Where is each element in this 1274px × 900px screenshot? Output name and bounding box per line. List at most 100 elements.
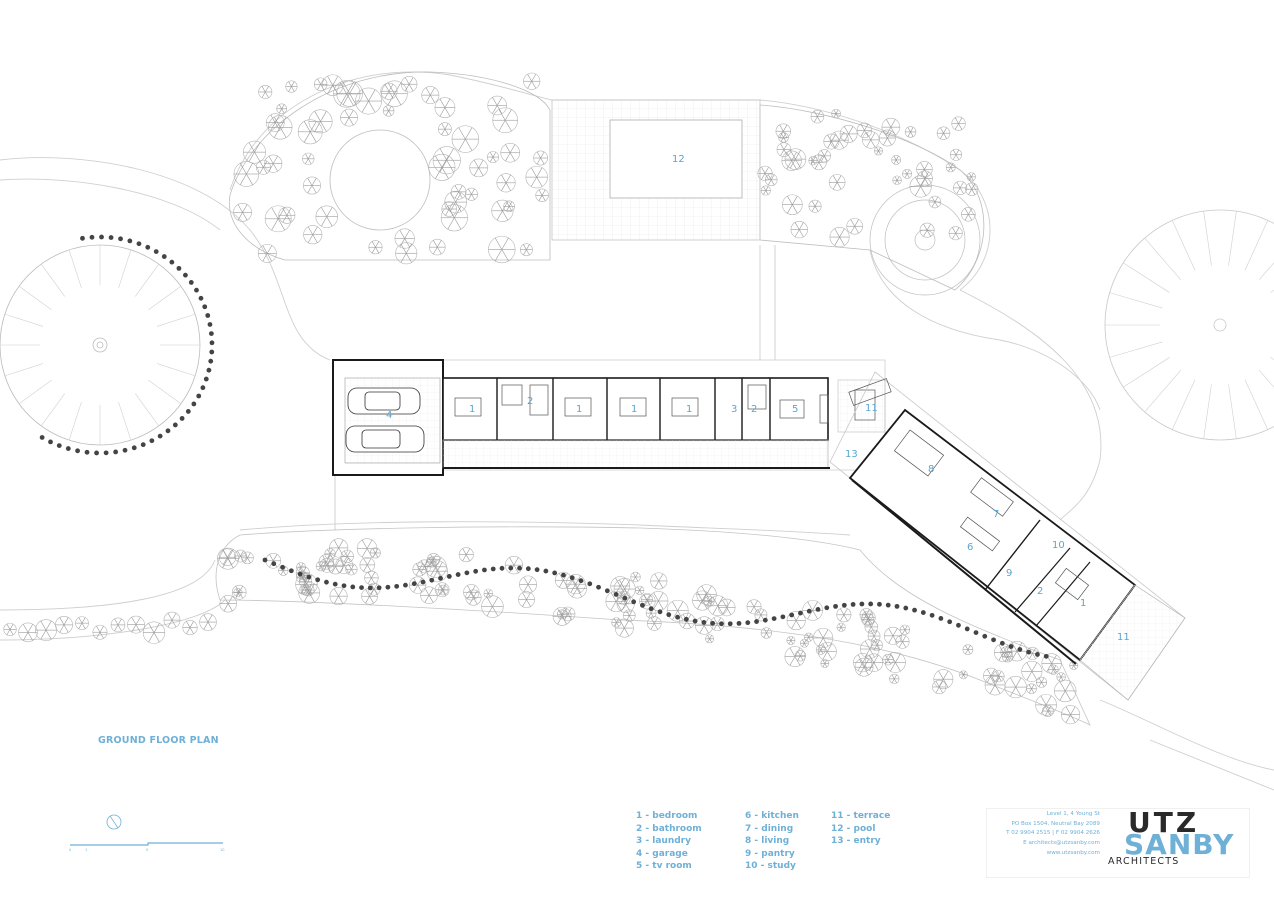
shrub-symbol (113, 449, 119, 455)
tree-symbol (438, 122, 452, 136)
shrub-symbol (947, 619, 953, 625)
tree-symbol (487, 95, 507, 116)
shrub-symbol (499, 565, 505, 571)
tree-symbol (302, 152, 315, 165)
shrub-symbol (376, 585, 382, 591)
tree-symbol (488, 235, 516, 264)
legend-item: 7 - dining (745, 823, 794, 834)
tree-symbol (333, 80, 361, 108)
tree-symbol (276, 103, 287, 115)
shrub-symbol (108, 235, 114, 240)
tree-symbol (945, 162, 956, 173)
scale-label-1: 1 (85, 848, 88, 852)
shrub-symbol (666, 612, 672, 618)
tree-symbol (417, 559, 432, 574)
shrub-symbol (675, 614, 680, 620)
tree-symbol (110, 617, 126, 633)
shrub-symbol (429, 577, 435, 583)
tree-symbol (899, 624, 911, 635)
tree-symbol (1035, 694, 1057, 716)
shrub-symbol (701, 619, 707, 625)
car-icons (345, 387, 425, 453)
tree-symbol (440, 204, 468, 232)
tree-symbol (804, 632, 814, 642)
tree-symbol (718, 598, 736, 617)
room-label-bathroom-3: 2 (1037, 586, 1043, 597)
shrub-symbol (48, 439, 53, 445)
tree-symbol (1061, 705, 1081, 725)
shrub-symbol (191, 401, 197, 407)
shrub-symbol (631, 599, 637, 605)
room-label-dining: 7 (993, 509, 999, 520)
tree-symbol (703, 596, 715, 607)
tree-symbol (949, 148, 963, 161)
tree-symbol (794, 650, 806, 662)
tree-symbol (303, 176, 321, 195)
tree-symbol (782, 194, 803, 215)
tree-symbol (902, 168, 913, 179)
tree-symbol (142, 621, 166, 644)
shrub-symbol (203, 376, 209, 382)
shrub-symbol (385, 584, 391, 590)
tree-symbol (265, 553, 282, 569)
shrub-symbol (332, 581, 338, 587)
tree-symbol (380, 82, 398, 100)
shrub-symbol (973, 630, 979, 636)
tree-symbol (1021, 660, 1043, 682)
shrub-symbol (446, 574, 452, 579)
shrub-symbol (964, 626, 970, 632)
tree-symbol (760, 185, 771, 196)
tree-symbol (776, 142, 792, 158)
legend-item: 10 - study (745, 861, 796, 872)
tree-symbol (425, 556, 437, 568)
legend-item: 13 - entry (831, 836, 881, 847)
tree-symbol (802, 600, 823, 621)
shrub-symbol (169, 259, 175, 265)
tree-symbol (810, 109, 825, 124)
tree-symbol (817, 149, 831, 163)
tree-symbol (400, 76, 418, 93)
shrub-symbol (903, 605, 909, 611)
tree-symbol (623, 609, 636, 622)
tree-symbol (808, 156, 818, 166)
shrub-symbol (99, 234, 104, 240)
shrub-symbol (710, 620, 716, 626)
shrub-symbol (596, 584, 601, 590)
tree-symbol (444, 190, 467, 214)
contact-block: Level 1, 4 Young St PO Box 1504, Neutral… (990, 810, 1100, 859)
tree-symbol (409, 576, 427, 594)
shrub-symbol (403, 582, 408, 588)
shrub-symbol (719, 621, 724, 627)
shrub-symbol (877, 601, 882, 607)
tree-symbol (359, 557, 376, 573)
shrub-symbol (543, 568, 549, 574)
tree-symbol (364, 570, 379, 586)
shrub-symbol (508, 565, 514, 571)
tree-symbol (464, 187, 478, 201)
shrub-symbol (157, 433, 163, 439)
bed-icons (454, 389, 876, 421)
room-label-bedroom-2: 1 (576, 404, 582, 415)
shrub-symbol (209, 349, 215, 355)
tree-symbol (285, 80, 298, 93)
tree-symbol (324, 548, 336, 560)
tree-symbol (870, 639, 883, 652)
shrub-symbol (206, 367, 212, 373)
shrub-symbol (920, 610, 926, 615)
tree-symbol (369, 547, 381, 559)
tree-symbol (846, 217, 863, 235)
garden-bed-top-right (759, 104, 985, 291)
tree-symbol (523, 72, 541, 90)
shrub-symbol (692, 618, 698, 624)
shrub-symbol (420, 579, 426, 585)
tree-symbol (481, 595, 504, 618)
tree-symbol (450, 184, 467, 200)
shrub-symbol (1017, 647, 1023, 652)
tree-symbol (909, 175, 932, 198)
shrub-symbol (103, 450, 109, 456)
shrub-symbol (280, 564, 285, 570)
tree-symbol (217, 547, 239, 570)
tree-symbol (487, 151, 499, 164)
shrub-symbol (165, 428, 171, 434)
